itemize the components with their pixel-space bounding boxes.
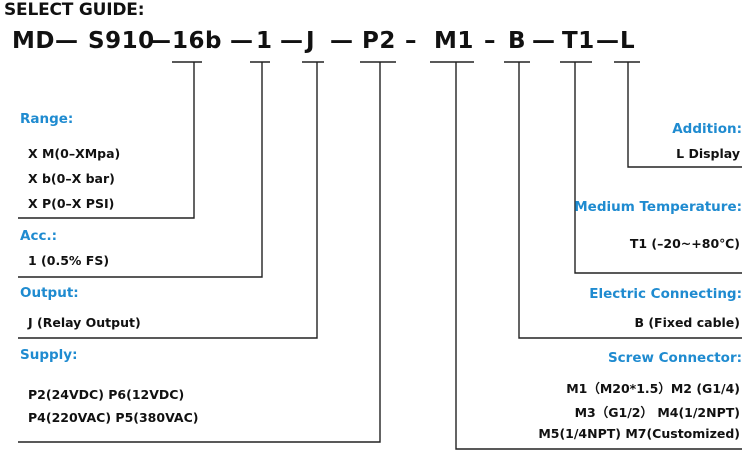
code-segment-series: S910 — [88, 28, 155, 54]
code-separator: — — [330, 28, 354, 54]
code-segment-range: 16b — [172, 28, 222, 54]
addition-item: L Display — [676, 146, 740, 161]
acc-heading: Acc.: — [20, 228, 57, 244]
supply-heading: Supply: — [20, 347, 78, 363]
code-segment-addition: L — [620, 28, 636, 54]
range-item: X P(0–X PSI) — [28, 196, 115, 211]
addition-heading: Addition: — [672, 121, 742, 137]
connector-addition — [627, 62, 742, 168]
screw-connector-item: M5(1/4NPT) M7(Customized) — [538, 426, 740, 441]
connector-electric — [518, 62, 742, 339]
code-separator: — — [532, 28, 556, 54]
code-separator: — — [148, 28, 172, 54]
output-item: J (Relay Output) — [28, 315, 141, 330]
code-separator: — — [230, 28, 254, 54]
screw-connector-item: M3（G1/2） M4(1/2NPT) — [574, 405, 740, 420]
range-item: X M(0–XMpa) — [28, 146, 121, 161]
electric-connecting-item: B (Fixed cable) — [634, 315, 740, 330]
output-heading: Output: — [20, 285, 79, 301]
code-separator: – — [484, 28, 496, 54]
supply-item: P4(220VAC) P5(380VAC) — [28, 410, 199, 425]
code-segment-prefix: MD— — [12, 28, 79, 54]
code-segment-screw: M1 — [434, 28, 474, 54]
electric-connecting-heading: Electric Connecting: — [589, 286, 742, 302]
code-segment-output: J — [306, 28, 316, 54]
screw-connector-heading: Screw Connector: — [607, 350, 742, 366]
supply-item: P2(24VDC) P6(12VDC) — [28, 387, 185, 402]
connector-temperature — [574, 62, 742, 274]
code-separator: – — [405, 28, 417, 54]
connector-output — [18, 62, 318, 339]
connector-range — [18, 62, 195, 219]
code-segment-acc: 1 — [256, 28, 273, 54]
medium-temperature-item: T1 (–20~+80℃) — [629, 236, 740, 251]
code-segment-temperature: T1 — [562, 28, 595, 54]
connector-acc — [18, 62, 263, 278]
connector-screw — [455, 62, 742, 450]
screw-connector-item: M1（M20*1.5）M2 (G1/4) — [566, 381, 740, 396]
select-guide-title: SELECT GUIDE: — [4, 0, 145, 20]
code-segment-supply: P2 — [362, 28, 396, 54]
code-separator: — — [596, 28, 620, 54]
connector-supply — [18, 62, 381, 443]
code-separator: — — [280, 28, 304, 54]
range-heading: Range: — [20, 111, 74, 127]
code-segment-electric: B — [508, 28, 527, 54]
medium-temperature-heading: Medium Temperature: — [574, 199, 742, 215]
acc-item: 1 (0.5% FS) — [28, 253, 110, 268]
range-item: X b(0–X bar) — [28, 171, 115, 186]
